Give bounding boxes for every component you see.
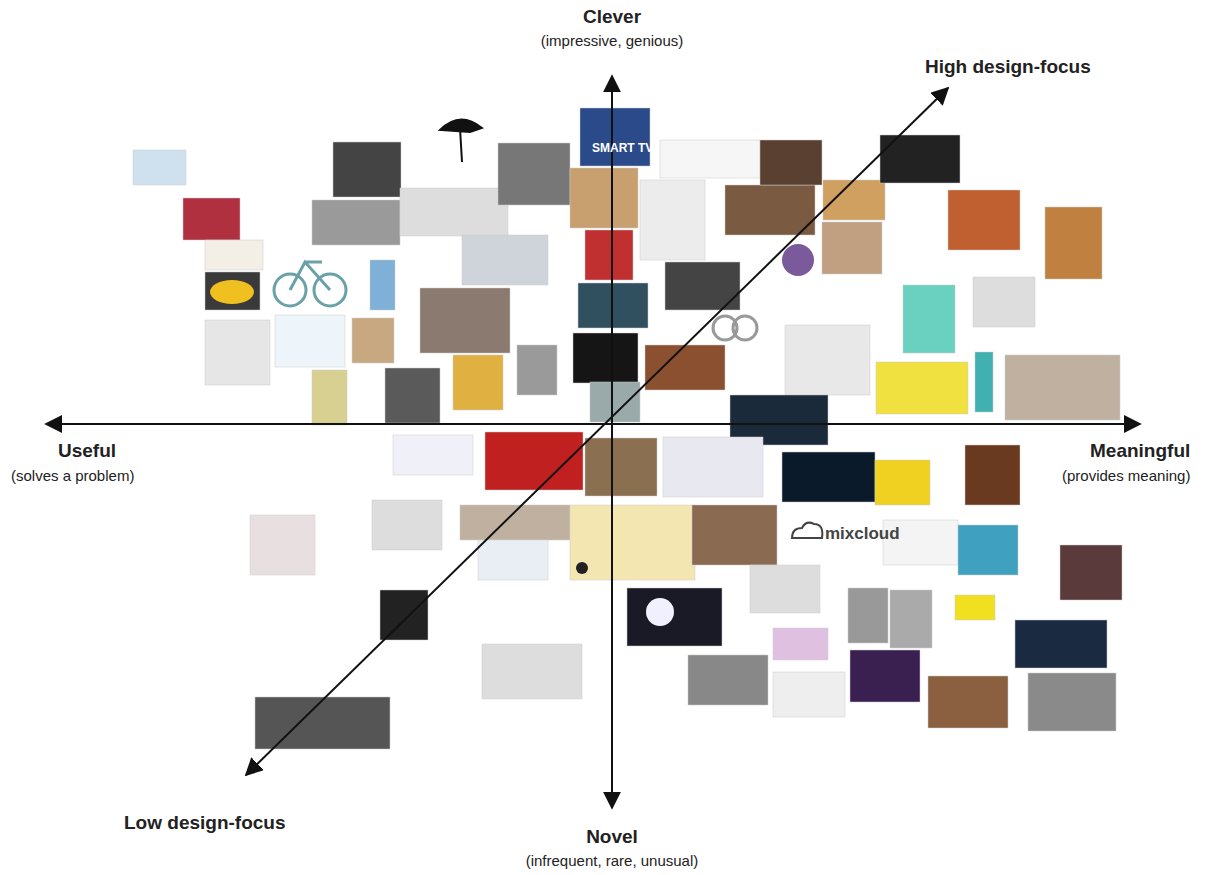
product-photo bbox=[627, 588, 722, 646]
product-photo bbox=[370, 260, 395, 310]
product-photo bbox=[1028, 673, 1116, 731]
product-photo bbox=[205, 272, 260, 310]
umbrella-icon bbox=[440, 119, 482, 162]
product-photo bbox=[580, 108, 650, 166]
product-photo bbox=[640, 180, 705, 260]
product-photo bbox=[312, 370, 347, 425]
product-photo bbox=[660, 140, 760, 178]
axis-subtitle: (solves a problem) bbox=[11, 467, 134, 484]
product-photo bbox=[725, 185, 815, 235]
fan-ring bbox=[733, 316, 757, 340]
product-photo bbox=[393, 435, 473, 475]
product-photo bbox=[785, 325, 870, 395]
product-photo bbox=[585, 230, 633, 280]
product-photo bbox=[875, 460, 930, 505]
product-photo bbox=[688, 655, 768, 705]
product-photo bbox=[948, 190, 1020, 250]
product-photo bbox=[333, 142, 401, 197]
product-photo bbox=[848, 588, 888, 643]
product-photo bbox=[183, 198, 240, 240]
product-photo bbox=[498, 143, 570, 205]
product-images bbox=[133, 108, 1122, 749]
useful-meaningful-axis bbox=[46, 423, 1140, 425]
product-photo bbox=[890, 590, 932, 648]
product-photo bbox=[275, 315, 345, 367]
product-photo bbox=[570, 505, 695, 580]
product-photo bbox=[955, 595, 995, 620]
product-photo bbox=[460, 505, 570, 540]
product-photo bbox=[485, 432, 583, 490]
product-photo bbox=[400, 188, 508, 236]
axis-subtitle: (impressive, genious) bbox=[541, 32, 684, 49]
product-photo bbox=[205, 320, 270, 385]
product-photo bbox=[570, 168, 638, 228]
product-photo bbox=[462, 235, 548, 285]
product-photo bbox=[590, 382, 640, 422]
product-photo bbox=[312, 200, 400, 245]
product-photo bbox=[1045, 207, 1102, 279]
product-photo bbox=[517, 345, 557, 395]
product-photo bbox=[385, 368, 440, 423]
fly-icon bbox=[576, 562, 588, 574]
product-photo bbox=[876, 362, 968, 414]
product-photo bbox=[585, 438, 657, 496]
product-photo bbox=[352, 318, 394, 363]
product-photo bbox=[760, 140, 822, 185]
product-photo bbox=[255, 697, 390, 749]
product-photo bbox=[782, 452, 875, 502]
product-photo bbox=[850, 650, 920, 702]
bulb-glow bbox=[646, 598, 674, 626]
product-photo bbox=[822, 222, 882, 274]
product-photo bbox=[420, 288, 510, 353]
vacuum-icon bbox=[782, 244, 814, 276]
cloud-icon bbox=[792, 523, 822, 538]
axis-title: Useful bbox=[58, 440, 116, 462]
product-photo bbox=[478, 540, 548, 580]
product-photo bbox=[928, 676, 1008, 728]
product-photo bbox=[453, 355, 503, 410]
product-photo bbox=[645, 345, 725, 390]
clever-novel-axis bbox=[611, 76, 613, 808]
product-photo bbox=[965, 445, 1020, 505]
product-photo bbox=[973, 277, 1035, 327]
image-text: SMART TV bbox=[592, 142, 653, 156]
product-photo bbox=[773, 672, 845, 717]
axis-title: Novel bbox=[586, 826, 638, 848]
gadget-icon bbox=[210, 280, 254, 304]
product-photo bbox=[380, 590, 428, 640]
axis-title: Meaningful bbox=[1090, 440, 1190, 462]
product-photo bbox=[692, 505, 777, 565]
product-photo bbox=[773, 628, 828, 660]
product-photo bbox=[482, 644, 582, 699]
design-focus-axis bbox=[246, 88, 948, 775]
axis-title: Low design-focus bbox=[124, 812, 286, 834]
product-photo bbox=[1015, 620, 1107, 668]
product-photo bbox=[1060, 545, 1122, 600]
image-text: mixcloud bbox=[825, 524, 900, 544]
product-photo bbox=[975, 352, 993, 412]
product-photo bbox=[573, 333, 638, 383]
axis-subtitle: (provides meaning) bbox=[1062, 467, 1190, 484]
product-photo bbox=[903, 285, 955, 353]
axis-title: Clever bbox=[583, 6, 641, 28]
product-photo bbox=[133, 150, 186, 185]
product-photo bbox=[1005, 355, 1120, 420]
bicycle-frame bbox=[290, 262, 330, 290]
product-photo bbox=[205, 240, 263, 270]
axis-subtitle: (infrequent, rare, unusual) bbox=[526, 852, 699, 869]
product-photo bbox=[663, 437, 763, 497]
product-photo bbox=[250, 515, 315, 575]
product-photo bbox=[750, 565, 820, 613]
axis-title: High design-focus bbox=[925, 56, 1091, 78]
product-photo bbox=[958, 525, 1018, 575]
product-photo bbox=[372, 500, 442, 550]
